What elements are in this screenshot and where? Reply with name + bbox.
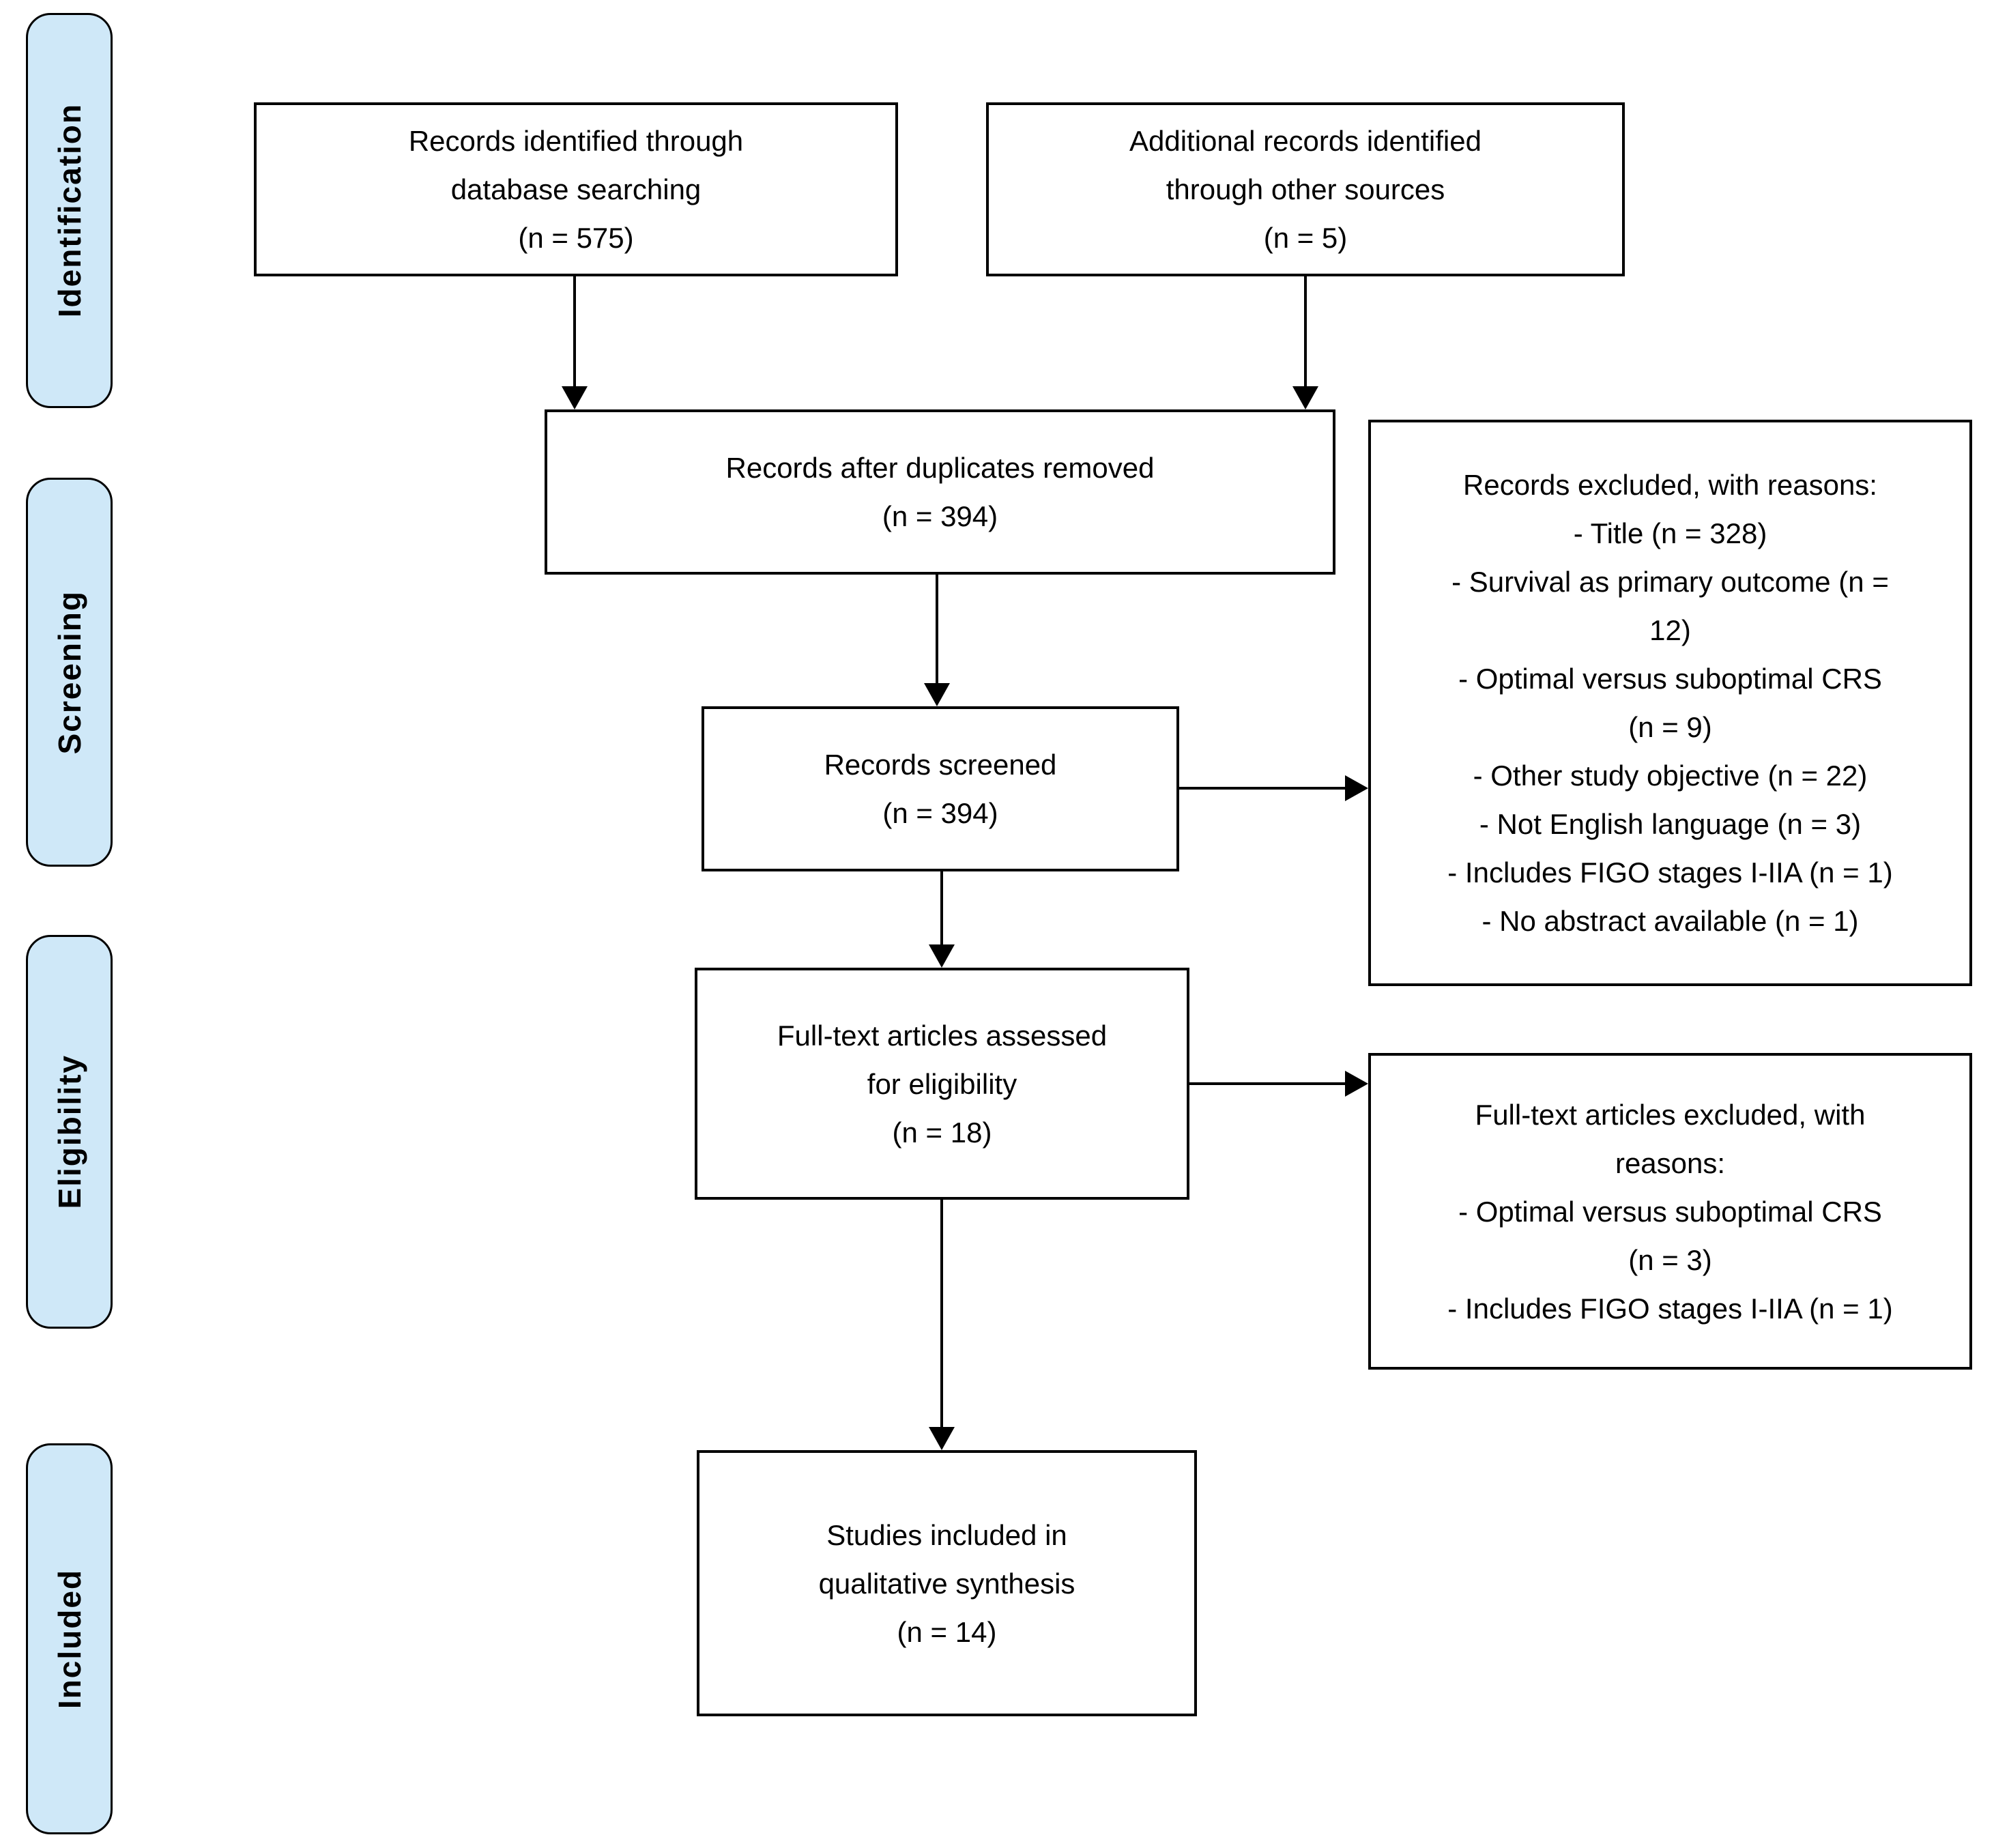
text-line: (n = 14) bbox=[897, 1615, 997, 1648]
stage-label-identification: Identification bbox=[51, 103, 87, 318]
text-line: database searching bbox=[450, 173, 702, 205]
text-line: - Not English language (n = 3) bbox=[1479, 808, 1862, 840]
text-line: (n = 394) bbox=[882, 797, 998, 829]
text-line: - Survival as primary outcome (n = bbox=[1451, 566, 1889, 598]
box-records-excluded: Records excluded, with reasons: - Title (… bbox=[1368, 420, 1972, 986]
down-arrow-duplicates-to-screened bbox=[936, 575, 938, 683]
stage-pill-identification: Identification bbox=[26, 13, 113, 408]
down-arrow-fulltext-to-included bbox=[940, 1200, 943, 1427]
stage-label-screening: Screening bbox=[51, 590, 87, 755]
stage-label-eligibility: Eligibility bbox=[51, 1054, 87, 1209]
text-line: Records excluded, with reasons: bbox=[1463, 469, 1877, 501]
text-line: (n = 3) bbox=[1628, 1243, 1712, 1276]
down-arrow-screened-to-fulltext bbox=[940, 871, 943, 944]
text-line: (n = 18) bbox=[892, 1116, 992, 1149]
text-line: through other sources bbox=[1166, 173, 1445, 205]
text-line: Full-text articles assessed bbox=[777, 1019, 1108, 1052]
text-line: - Title (n = 328) bbox=[1573, 517, 1767, 549]
text-line: 12) bbox=[1649, 614, 1691, 646]
stage-pill-included: Included bbox=[26, 1443, 113, 1834]
text-line: qualitative synthesis bbox=[818, 1567, 1075, 1600]
text-line: for eligibility bbox=[867, 1067, 1017, 1100]
text-line: - No abstract available (n = 1) bbox=[1482, 905, 1859, 937]
text-line: (n = 9) bbox=[1628, 711, 1712, 743]
stage-label-included: Included bbox=[51, 1568, 87, 1709]
box-additional-records: Additional records identified through oth… bbox=[986, 102, 1625, 276]
text-line: Additional records identified bbox=[1129, 125, 1482, 157]
text-line: Records screened bbox=[824, 749, 1057, 781]
right-arrow-screened-to-excluded bbox=[1179, 787, 1345, 790]
text-line: - Other study objective (n = 22) bbox=[1473, 760, 1868, 792]
down-arrow-identified-to-duplicates bbox=[573, 276, 576, 386]
box-fulltext-assessed: Full-text articles assessed for eligibili… bbox=[695, 968, 1189, 1200]
right-arrow-fulltext-to-excluded bbox=[1189, 1082, 1345, 1085]
stage-pill-eligibility: Eligibility bbox=[26, 935, 113, 1329]
box-records-screened: Records screened (n = 394) bbox=[702, 706, 1179, 871]
text-line: (n = 5) bbox=[1263, 222, 1348, 254]
down-arrow-additional-to-duplicates bbox=[1304, 276, 1307, 386]
text-line: - Includes FIGO stages I-IIA (n = 1) bbox=[1447, 1292, 1893, 1325]
stage-pill-screening: Screening bbox=[26, 478, 113, 867]
box-studies-included: Studies included in qualitative synthesis… bbox=[697, 1450, 1197, 1716]
text-line: Studies included in bbox=[826, 1518, 1067, 1551]
text-line: - Optimal versus suboptimal CRS bbox=[1458, 663, 1882, 695]
text-line: (n = 575) bbox=[518, 222, 634, 254]
box-records-after-duplicates: Records after duplicates removed (n = 394… bbox=[545, 409, 1335, 575]
text-line: - Optimal versus suboptimal CRS bbox=[1458, 1195, 1882, 1228]
text-line: (n = 394) bbox=[882, 500, 998, 532]
box-fulltext-excluded: Full-text articles excluded, with reasons… bbox=[1368, 1053, 1972, 1370]
text-line: - Includes FIGO stages I-IIA (n = 1) bbox=[1447, 856, 1893, 889]
box-records-identified: Records identified through database searc… bbox=[254, 102, 898, 276]
text-line: reasons: bbox=[1615, 1146, 1726, 1179]
text-line: Full-text articles excluded, with bbox=[1475, 1098, 1866, 1131]
text-line: Records after duplicates removed bbox=[725, 452, 1155, 484]
text-line: Records identified through bbox=[408, 125, 744, 157]
